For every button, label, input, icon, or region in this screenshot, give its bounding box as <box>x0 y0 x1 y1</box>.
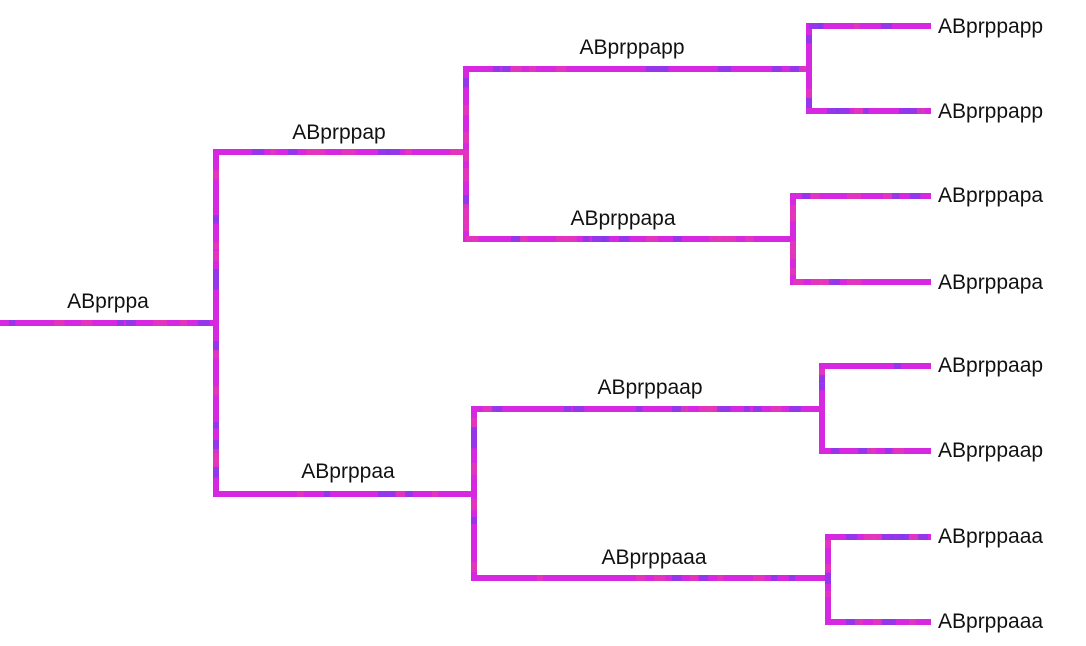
tree-branches <box>0 23 931 625</box>
leaf-label: ABprppaap <box>938 439 1043 462</box>
root-label: ABprppa <box>67 290 149 313</box>
node-label-abprppaa: ABprppaa <box>301 460 395 483</box>
leaf-label: ABprppaaa <box>938 610 1043 633</box>
node-label-abprppapa: ABprppapa <box>570 207 675 230</box>
leaf-label: ABprppapp <box>938 100 1043 123</box>
node-label-abprppaap: ABprppaap <box>597 376 702 399</box>
leaf-label: ABprppaaa <box>938 525 1043 548</box>
node-label-abprppaaa: ABprppaaa <box>601 546 706 569</box>
leaf-label: ABprppapa <box>938 184 1043 207</box>
node-label-abprppap: ABprppap <box>292 121 385 144</box>
leaf-label: ABprppapp <box>938 15 1043 38</box>
leaf-label: ABprppapa <box>938 271 1043 294</box>
node-label-abprppapp: ABprppapp <box>579 36 684 59</box>
leaf-label: ABprppaap <box>938 354 1043 377</box>
